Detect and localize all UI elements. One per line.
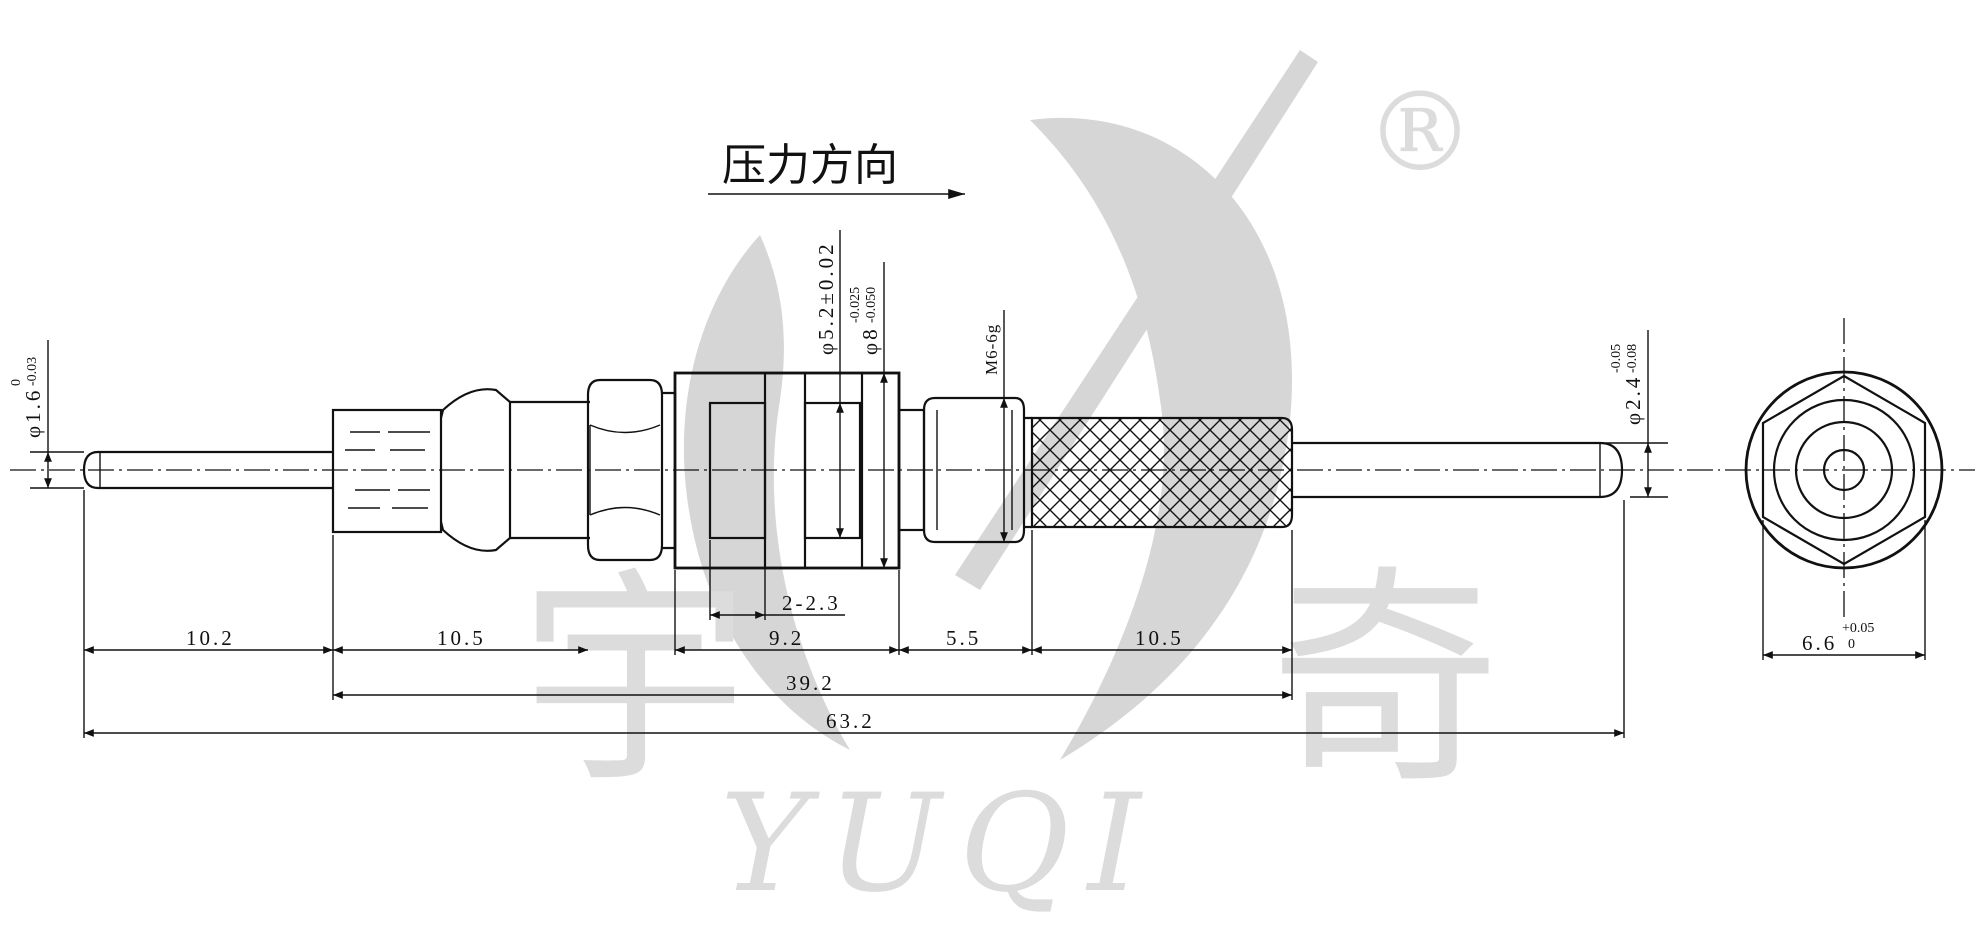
tol-outer-lower: -0.050 <box>864 287 879 323</box>
dim-pin-diameter: φ1.6 <box>21 388 45 438</box>
extension-lines <box>30 442 1926 738</box>
tol-pin-upper: 0 <box>9 379 24 386</box>
tol-pin-lower: -0.03 <box>25 357 40 386</box>
dim-flat-width: 6.6 <box>1802 631 1837 655</box>
watermark-registered-mark: ® <box>1365 68 1475 196</box>
dim-tip-diameter: φ2.4 <box>1621 375 1645 425</box>
dim-knurl-length: 10.5 <box>1135 626 1184 650</box>
dim-thread-spec: M6-6g <box>982 324 1001 375</box>
tol-flat-lower: 0 <box>1848 637 1855 652</box>
dim-center-diameter: φ5.2±0.02 <box>814 241 838 355</box>
dimension-labels: 10.2 10.5 9.2 5.5 10.5 2-2.3 39.2 63.2 6… <box>9 241 1874 733</box>
dim-pin-length: 10.2 <box>186 626 235 650</box>
sleeve-neck <box>510 400 590 540</box>
dim-outer-diameter: φ8 <box>858 326 882 355</box>
main-housing <box>673 371 901 570</box>
thread-section <box>897 396 1032 544</box>
dim-body-length: 39.2 <box>786 671 835 695</box>
watermark-char-left: 宇 <box>520 548 750 815</box>
force-direction-annotation: 压力方向 <box>708 140 965 200</box>
dimension-lines <box>44 230 1925 737</box>
dim-sleeve-length: 10.5 <box>437 626 486 650</box>
right-pin <box>1292 441 1624 499</box>
rounded-bulge <box>439 388 512 552</box>
serrated-collar <box>331 408 443 534</box>
dim-housing-length: 9.2 <box>769 626 804 650</box>
dim-groove-width: 2-2.3 <box>782 591 841 615</box>
tol-flat-upper: +0.05 <box>1842 621 1874 636</box>
watermark-swoosh-shape <box>1030 117 1293 760</box>
knurled-grip <box>1030 416 1294 529</box>
end-view <box>1744 370 1944 570</box>
hex-nut <box>586 378 664 562</box>
tol-tip-upper: -0.05 <box>1609 344 1624 373</box>
dim-total-length: 63.2 <box>826 709 875 733</box>
watermark-left-arc <box>683 235 850 750</box>
watermark: 宇 奇 YUQI ® <box>520 50 1500 922</box>
tol-tip-lower: -0.08 <box>1625 344 1640 373</box>
force-direction-label: 压力方向 <box>722 140 898 191</box>
watermark-brand-script: YUQI <box>720 765 1159 922</box>
dim-thread-length: 5.5 <box>946 626 981 650</box>
watermark-char-right: 奇 <box>1270 548 1500 815</box>
left-pin <box>82 450 333 490</box>
center-lines <box>10 318 1975 622</box>
part-side-view <box>82 371 1624 570</box>
tol-outer-upper: -0.025 <box>848 287 863 323</box>
